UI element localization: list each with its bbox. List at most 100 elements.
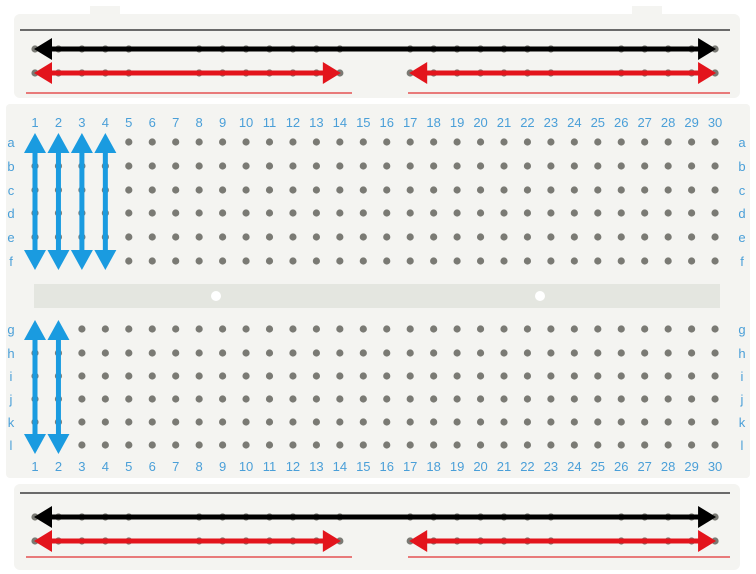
terminal-hole (618, 209, 625, 216)
terminal-hole (266, 325, 273, 332)
terminal-hole (242, 209, 249, 216)
terminal-hole (594, 441, 601, 448)
terminal-hole (454, 441, 461, 448)
column-number-bottom: 8 (196, 459, 203, 474)
terminal-hole (571, 138, 578, 145)
terminal-hole (547, 349, 554, 356)
terminal-hole (125, 325, 132, 332)
terminal-hole (407, 233, 414, 240)
terminal-hole (407, 418, 414, 425)
terminal-hole (149, 325, 156, 332)
terminal-hole (407, 349, 414, 356)
terminal-hole (266, 186, 273, 193)
terminal-hole (172, 418, 179, 425)
terminal-hole (454, 257, 461, 264)
terminal-hole (360, 395, 367, 402)
terminal-hole (289, 233, 296, 240)
terminal-hole (289, 138, 296, 145)
column-number-top: 25 (591, 115, 605, 130)
terminal-hole (430, 349, 437, 356)
column-number-bottom: 12 (286, 459, 300, 474)
terminal-hole (383, 349, 390, 356)
terminal-hole (360, 441, 367, 448)
terminal-hole (336, 372, 343, 379)
terminal-hole (336, 325, 343, 332)
terminal-hole (196, 209, 203, 216)
terminal-hole (618, 418, 625, 425)
terminal-hole (454, 138, 461, 145)
terminal-hole (289, 257, 296, 264)
terminal-hole (594, 325, 601, 332)
row-letter-left: i (10, 369, 13, 384)
terminal-hole (665, 209, 672, 216)
column-number-bottom: 29 (684, 459, 698, 474)
column-number-bottom: 13 (309, 459, 323, 474)
terminal-hole (336, 138, 343, 145)
terminal-hole (711, 233, 718, 240)
terminal-hole (313, 418, 320, 425)
terminal-hole (289, 186, 296, 193)
terminal-hole (289, 441, 296, 448)
terminal-hole (289, 418, 296, 425)
terminal-hole (547, 441, 554, 448)
column-number-top: 28 (661, 115, 675, 130)
column-number-top: 24 (567, 115, 581, 130)
terminal-hole (641, 441, 648, 448)
terminal-hole (149, 395, 156, 402)
terminal-hole (571, 186, 578, 193)
column-number-top: 11 (263, 115, 277, 130)
terminal-hole (711, 372, 718, 379)
column-number-bottom: 10 (239, 459, 253, 474)
terminal-hole (571, 441, 578, 448)
terminal-hole (454, 325, 461, 332)
terminal-hole (102, 349, 109, 356)
terminal-hole (688, 395, 695, 402)
terminal-hole (289, 162, 296, 169)
column-number-top: 18 (426, 115, 440, 130)
terminal-hole (618, 349, 625, 356)
terminal-hole (430, 257, 437, 264)
terminal-hole (547, 186, 554, 193)
column-number-bottom: 28 (661, 459, 675, 474)
terminal-hole (196, 162, 203, 169)
column-number-top: 23 (544, 115, 558, 130)
terminal-hole (266, 233, 273, 240)
terminal-hole (196, 186, 203, 193)
terminal-hole (102, 418, 109, 425)
terminal-hole (688, 233, 695, 240)
terminal-hole (336, 395, 343, 402)
terminal-hole (430, 186, 437, 193)
column-number-bottom: 19 (450, 459, 464, 474)
terminal-hole (313, 395, 320, 402)
terminal-hole (524, 257, 531, 264)
terminal-hole (618, 372, 625, 379)
terminal-hole (454, 349, 461, 356)
row-letter-left: k (8, 415, 15, 430)
terminal-hole (242, 325, 249, 332)
terminal-hole (524, 441, 531, 448)
column-number-bottom: 16 (380, 459, 394, 474)
terminal-hole (196, 325, 203, 332)
terminal-hole (313, 372, 320, 379)
terminal-hole (266, 418, 273, 425)
column-number-top: 26 (614, 115, 628, 130)
terminal-hole (477, 186, 484, 193)
terminal-hole (407, 138, 414, 145)
channel-notch-left (211, 291, 221, 301)
row-letter-right: i (741, 369, 744, 384)
terminal-hole (360, 325, 367, 332)
column-number-top: 10 (239, 115, 253, 130)
terminal-hole (454, 418, 461, 425)
column-number-bottom: 3 (78, 459, 85, 474)
terminal-hole (594, 209, 601, 216)
terminal-hole (383, 372, 390, 379)
terminal-hole (407, 257, 414, 264)
row-letter-left: f (9, 254, 13, 269)
terminal-hole (500, 441, 507, 448)
terminal-hole (196, 138, 203, 145)
terminal-hole (430, 138, 437, 145)
terminal-hole (500, 372, 507, 379)
terminal-hole (500, 138, 507, 145)
terminal-hole (571, 209, 578, 216)
terminal-hole (430, 395, 437, 402)
